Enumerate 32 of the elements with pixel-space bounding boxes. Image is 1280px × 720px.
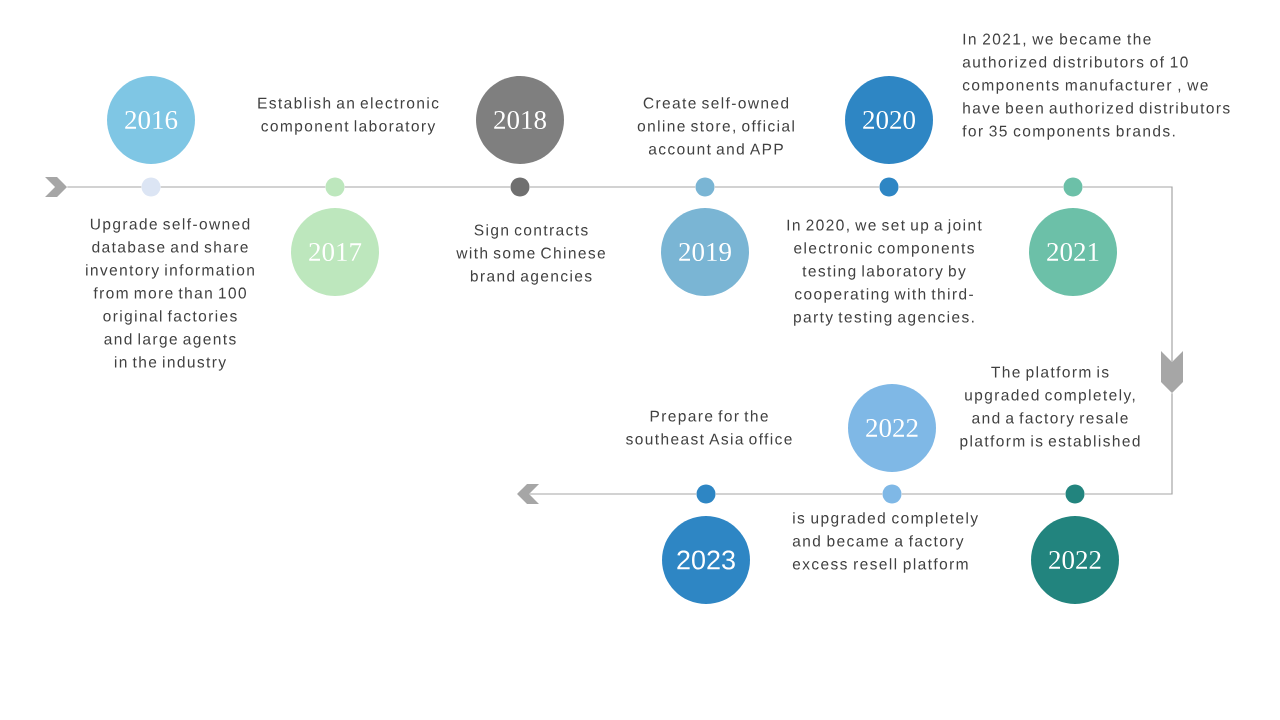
timeline-line: [160, 186, 326, 188]
timeline-line: [1084, 392, 1173, 495]
description-text: Establish an electronic component laboratory: [258, 97, 439, 135]
description-text: Prepare for the southeast Asia office: [626, 410, 792, 445]
timeline-dot: [879, 177, 899, 197]
description-text: Upgrade self-owned database and share inventory information from more than 100 original factories and large agents in the industry: [86, 218, 254, 371]
timeline-dot: [1063, 177, 1083, 197]
chevron-icon: [45, 177, 67, 197]
timeline-line: [528, 493, 697, 495]
timeline-line: [1082, 186, 1173, 363]
timeline-dot: [325, 177, 345, 197]
description-text: Create self-owned online store, official account and APP: [637, 97, 794, 155]
chevron-icon: [517, 484, 539, 504]
timeline-line: [529, 186, 696, 188]
timeline-dot: [141, 177, 161, 197]
description-text: In 2020, we set up a joint electronic components testing laboratory by cooperating with third-party testing agencies.: [787, 219, 982, 326]
description-text: The platform is upgraded completely, and a factory resale platform is established: [960, 366, 1140, 450]
timeline-line: [898, 186, 1064, 188]
timeline-dot: [695, 177, 715, 197]
timeline-dot: [696, 484, 716, 504]
timeline-dot: [510, 177, 530, 197]
timeline-line: [901, 493, 1066, 495]
timeline-dot: [882, 484, 902, 504]
chevron-icon: [1161, 351, 1183, 393]
timeline-dot: [1065, 484, 1085, 504]
timeline-line: [714, 186, 880, 188]
timeline-line: [66, 186, 142, 188]
description-text: In 2021, we became the authorized distributors of 10 components manufacturer , we have been authorized distributors for 35 components brands.: [962, 33, 1230, 140]
timeline-line: [715, 493, 883, 495]
description-text: is upgraded completely and became a factory excess resell platform: [792, 512, 979, 573]
description-text: Sign contracts with some Chinese brand agencies: [456, 224, 605, 285]
timeline-line: [344, 186, 511, 188]
